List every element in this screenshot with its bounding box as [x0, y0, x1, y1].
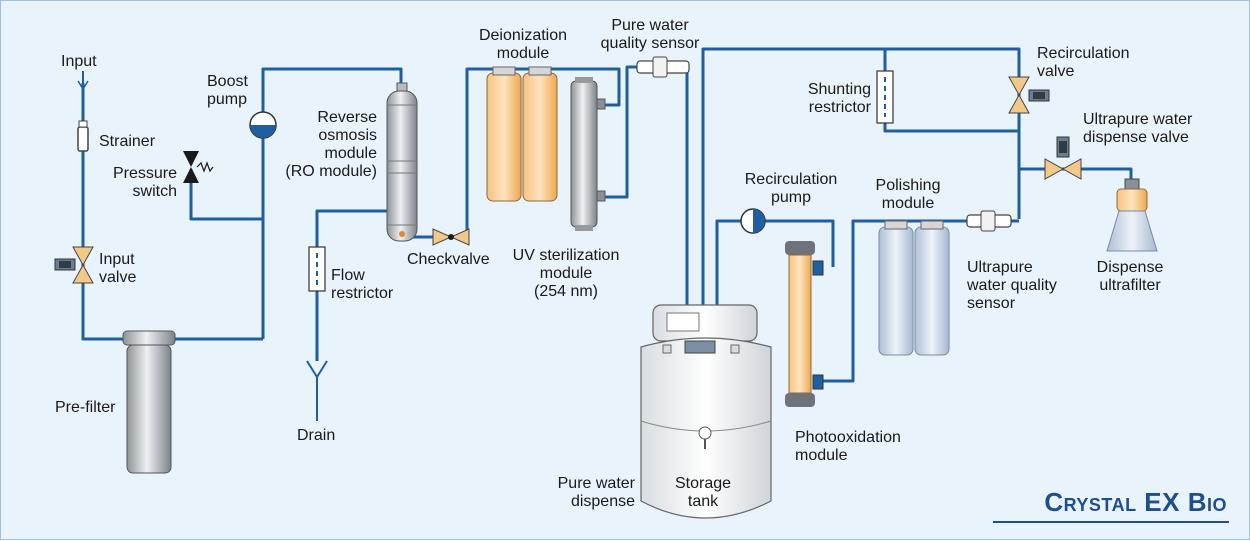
strainer-icon — [77, 120, 89, 152]
storage-tank-icon — [640, 304, 772, 519]
label-deionization-module: Deionization module — [478, 27, 568, 62]
boost-pump-icon — [249, 111, 277, 139]
label-ultrapure-dispense-valve: Ultrapure water dispense valve — [1083, 111, 1193, 146]
recirculation-valve-icon — [1008, 76, 1050, 114]
pipe-uv-out — [601, 65, 687, 199]
label-ultrapure-water-quality-sensor: Ultrapure water quality sensor — [967, 259, 1057, 312]
pressure-switch-icon — [183, 151, 214, 183]
label-uv-sterilization-module: UV sterilization module (254 nm) — [512, 247, 620, 300]
label-shunting-restrictor: Shunting restrictor — [807, 81, 871, 116]
label-recirculation-pump: Recirculation pump — [744, 171, 838, 206]
polishing-module-icon — [878, 220, 950, 356]
label-pure-water-quality-sensor: Pure water quality sensor — [600, 17, 700, 52]
dispense-ultrafilter-icon — [1106, 178, 1158, 252]
label-ro-module: Reverse osmosis module (RO module) — [285, 109, 377, 180]
photooxidation-module-icon — [785, 241, 824, 407]
input-arrow-icon — [77, 71, 89, 91]
label-storage-tank: Storage tank — [674, 475, 732, 510]
label-pure-water-dispense: Pure water dispense — [557, 475, 635, 510]
recirculation-pump-icon — [740, 208, 766, 234]
pipe-tank-out — [701, 47, 1021, 311]
pure-water-quality-sensor-icon — [636, 56, 690, 78]
label-checkvalve: Checkvalve — [407, 251, 490, 268]
ro-module-icon — [386, 82, 418, 242]
label-recirculation-valve: Recirculation valve — [1037, 45, 1130, 80]
pipe-boost-line — [261, 67, 403, 339]
label-pressure-switch: Pressure switch — [112, 165, 177, 200]
label-boost-pump: Boost pump — [207, 73, 248, 108]
uv-sterilization-module-icon — [570, 77, 606, 231]
pre-filter-icon — [122, 330, 176, 474]
pipe-input-line — [81, 83, 263, 341]
pipe-shunt-branch — [883, 49, 1019, 133]
label-input: Input — [61, 53, 97, 70]
label-flow-restrictor: Flow restrictor — [331, 267, 394, 302]
label-drain: Drain — [297, 427, 336, 444]
drain-icon — [306, 360, 328, 421]
pipe-pressure-switch — [189, 169, 263, 221]
brand-underline — [993, 521, 1229, 523]
checkvalve-icon — [432, 228, 470, 246]
shunting-restrictor-icon — [876, 70, 894, 124]
ultrapure-dispense-valve-icon — [1044, 136, 1082, 180]
pipe-di-to-uv — [541, 67, 621, 107]
label-dispense-ultrafilter: Dispense ultrafilter — [1096, 259, 1164, 294]
flow-restrictor-icon — [308, 246, 326, 292]
pipe-recirc-pump — [715, 219, 835, 311]
label-pre-filter: Pre-filter — [55, 399, 116, 416]
label-polishing-module: Polishing module — [875, 177, 941, 212]
deionization-module-icon — [486, 66, 558, 202]
label-strainer: Strainer — [99, 133, 156, 150]
input-valve-icon — [54, 246, 94, 284]
label-input-valve: Input valve — [99, 251, 137, 286]
ultrapure-water-quality-sensor-icon — [966, 210, 1012, 232]
brand-logo: Crystal EX Bio — [1044, 487, 1227, 517]
label-photooxidation-module: Photooxidation module — [795, 429, 901, 464]
pipe-ro-reject — [315, 209, 389, 361]
